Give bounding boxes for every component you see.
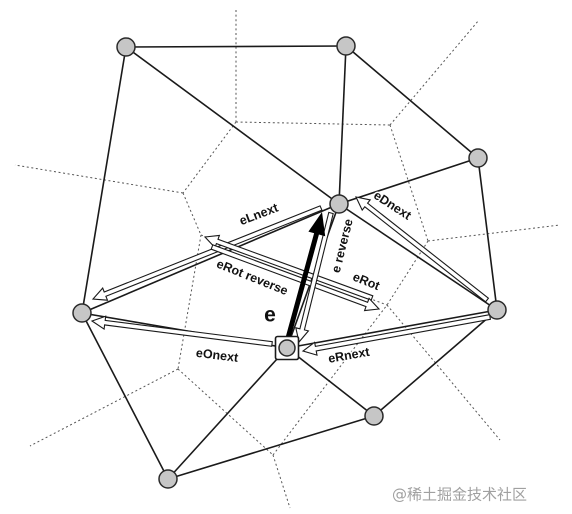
operator-arrows xyxy=(90,196,492,356)
triangulation-edge xyxy=(373,309,498,417)
triangulation-edge xyxy=(286,309,498,349)
triangulation-edge xyxy=(338,45,347,205)
triangulation-edge xyxy=(338,203,498,311)
voronoi-edge xyxy=(389,19,480,126)
voronoi-edge xyxy=(389,124,429,242)
watermark-text: @稀土掘金技术社区 xyxy=(392,486,527,504)
triangulation-edge xyxy=(338,157,479,205)
vertex xyxy=(336,36,356,56)
voronoi-edges xyxy=(14,10,561,509)
voronoi-edge xyxy=(182,121,237,194)
e-arrow-head xyxy=(308,212,326,237)
e-reverse-arrow xyxy=(295,211,334,344)
voronoi-edge xyxy=(29,368,179,447)
voronoi-edge xyxy=(386,240,429,306)
voronoi-edge xyxy=(386,304,501,441)
vertex-dest xyxy=(329,194,349,214)
eRot-arrow xyxy=(210,244,381,312)
vertex xyxy=(364,406,384,426)
label-eOnext: eOnext xyxy=(195,346,240,365)
eLnext-arrow xyxy=(91,205,323,301)
vertices xyxy=(72,36,507,489)
eOnext-arrow xyxy=(90,315,273,347)
vertex-origin xyxy=(278,339,296,357)
label-e: e xyxy=(264,304,276,327)
eDnext-arrow xyxy=(355,196,490,303)
voronoi-edge xyxy=(272,454,291,509)
e-arrow xyxy=(285,212,326,341)
triangulation-edge xyxy=(286,347,375,417)
triangulation-edge xyxy=(167,347,288,480)
triangulation-edge xyxy=(81,203,340,314)
triangulation-edge xyxy=(81,312,169,480)
voronoi-edge xyxy=(177,368,274,456)
triangulation-edge xyxy=(125,46,340,205)
triangulation-edge xyxy=(125,45,347,48)
vertex xyxy=(158,469,178,489)
triangulation-edge xyxy=(81,46,127,314)
voronoi-edge xyxy=(427,224,561,242)
voronoi-edge xyxy=(182,192,202,236)
e-arrow-shaft xyxy=(285,228,320,341)
label-e-reverse: e reverse xyxy=(329,217,356,274)
vertex xyxy=(72,303,92,323)
eRnext-arrow xyxy=(301,314,492,356)
vertex xyxy=(487,300,507,320)
voronoi-edge xyxy=(14,164,184,194)
triangulation-edge xyxy=(167,415,375,480)
voronoi-edge xyxy=(272,304,388,456)
label-eDnext: eDnext xyxy=(371,188,414,223)
eRot-reverse-arrow xyxy=(203,234,374,301)
triangulation-edge xyxy=(477,157,498,311)
vertex xyxy=(468,148,488,168)
vertex xyxy=(116,37,136,57)
voronoi-edge xyxy=(235,121,391,126)
triangulation-edge xyxy=(345,45,479,159)
